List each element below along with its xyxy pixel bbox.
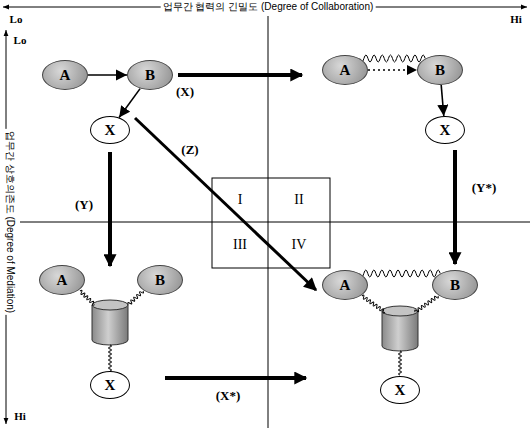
node-label: A [60, 68, 71, 83]
transition-label: (Z) [179, 143, 200, 158]
quadrant-number: II [292, 192, 305, 208]
node-label: B [145, 68, 155, 83]
node-label: X [105, 378, 116, 393]
object-ellipse: X [425, 116, 465, 144]
node-label: X [440, 123, 451, 138]
coil-connector [360, 55, 425, 62]
cylinder-symbol [382, 306, 418, 351]
node-label: A [340, 278, 351, 293]
actor-ellipse: A [42, 60, 88, 90]
transition-label: (Y*) [470, 181, 499, 196]
transition-arrow [178, 73, 302, 77]
quadrant-number: III [231, 237, 249, 253]
quadrant-number: IV [290, 237, 309, 253]
node-label: A [57, 273, 68, 288]
actor-ellipse: B [137, 265, 183, 295]
node-label: B [450, 278, 460, 293]
transition-arrow [453, 150, 457, 264]
cylinder-symbol [92, 300, 128, 345]
flow-arrow [88, 74, 127, 76]
node-label: A [340, 63, 351, 78]
axis-label: Hi [508, 13, 524, 26]
flow-arrow [119, 89, 140, 118]
transition-label: (X*) [214, 389, 243, 404]
flow-arrow [441, 85, 444, 116]
node-label: B [155, 273, 165, 288]
transition-arrow [165, 376, 306, 380]
actor-ellipse: A [322, 270, 368, 300]
axis-label: Lo [12, 34, 29, 47]
quadrant-number: I [236, 192, 245, 208]
node-label: X [395, 383, 406, 398]
quadrant-box [212, 178, 330, 268]
transition-label: (Y) [73, 198, 95, 213]
object-ellipse: X [380, 376, 420, 404]
node-label: X [105, 123, 116, 138]
axis-label: 업무간 협력의 긴밀도 (Degree of Collaboration) [161, 1, 376, 13]
dotted-arrow [368, 69, 417, 71]
actor-ellipse: B [417, 55, 463, 85]
axis-label: Hi [12, 410, 28, 423]
axis-title: 업무간 상호의존도 (Degree of Mediation) [4, 129, 16, 315]
actor-ellipse: A [322, 55, 368, 85]
coil-connector [360, 270, 440, 277]
transition-arrow [108, 152, 112, 266]
node-label: B [435, 63, 445, 78]
actor-ellipse: A [39, 265, 85, 295]
actor-ellipse: B [432, 270, 478, 300]
transition-label: (X) [174, 85, 196, 100]
object-ellipse: X [90, 371, 130, 399]
spring-symbol [79, 290, 439, 375]
actor-ellipse: B [127, 60, 173, 90]
object-ellipse: X [90, 116, 130, 144]
axis-label: Lo [8, 13, 25, 26]
